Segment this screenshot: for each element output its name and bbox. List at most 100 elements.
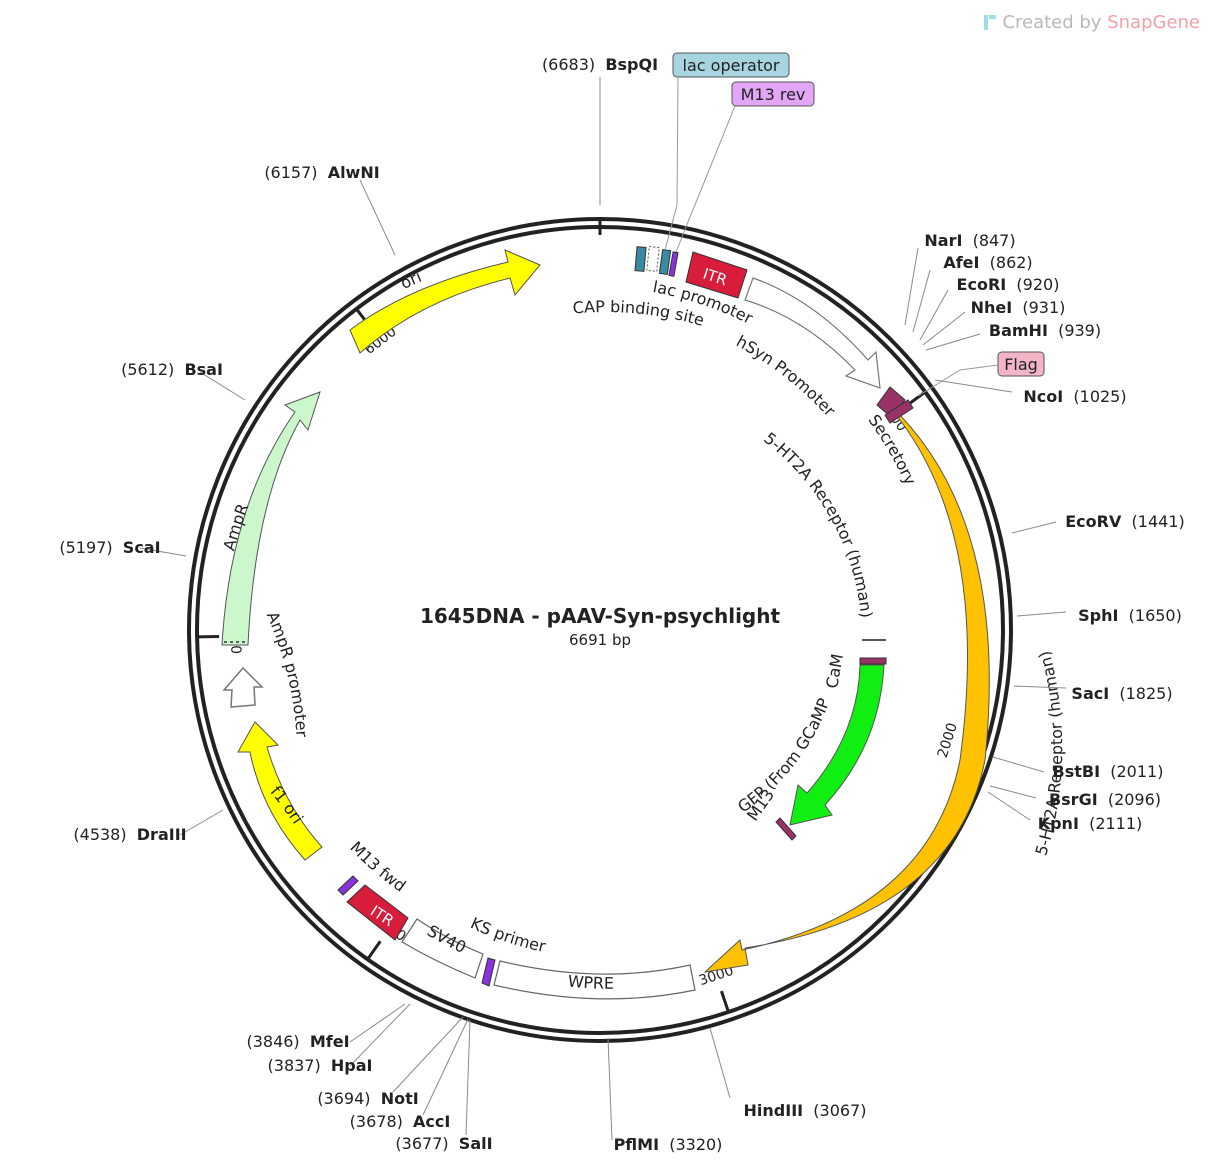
site-hindiii[interactable]: HindIII (3067): [709, 1027, 866, 1120]
site-bstbi[interactable]: BstBI (2011): [992, 756, 1163, 781]
site-ncoi[interactable]: NcoI (1025): [934, 379, 1127, 406]
site-ecorv[interactable]: EcoRV (1441): [1011, 512, 1185, 534]
site-leader-line: [422, 1018, 469, 1116]
ampr-arrow[interactable]: [221, 391, 321, 646]
secretory-feature-2[interactable]: [884, 399, 914, 424]
site-draiii[interactable]: (4538) DraIII: [73, 809, 224, 844]
site-label: NheI (931): [971, 298, 1066, 317]
backbone: [187, 217, 1013, 1043]
site-name: NotI: [381, 1089, 419, 1108]
m13-rev-primer[interactable]: [668, 251, 679, 277]
ori-arrow[interactable]: [349, 249, 541, 354]
site-leader-line: [934, 379, 1013, 393]
site-acci[interactable]: (3678) AccI: [350, 1018, 469, 1131]
ampr-promoter-arrow[interactable]: [222, 666, 264, 708]
site-label: (6157) AlwNI: [264, 163, 379, 182]
site-name: ScaI: [123, 538, 161, 557]
site-name: BamHI: [989, 321, 1048, 340]
lac-operator-callout[interactable]: lac operator: [672, 52, 790, 78]
site-label: (3837) HpaI: [268, 1056, 373, 1075]
site-mfei[interactable]: (3846) MfeI: [246, 1003, 406, 1051]
cpgfp-arrow[interactable]: [789, 664, 885, 826]
site-name: EcoRI: [957, 275, 1007, 294]
site-label: (5197) ScaI: [59, 538, 160, 557]
svg-text:cpGFP (From GCaMP6): cpGFP (From GCaMP6): [0, 0, 834, 816]
site-leader-line: [989, 785, 1037, 799]
m13-fwd-primer[interactable]: [337, 875, 359, 896]
ks-primer-label: KS primer: [468, 913, 548, 956]
site-name: AfeI: [943, 253, 979, 272]
site-bspqi[interactable]: (6683) BspQI: [542, 55, 658, 205]
cap-binding-block[interactable]: [634, 246, 647, 272]
site-position: (1825): [1119, 684, 1172, 703]
itr-right[interactable]: [685, 251, 748, 299]
site-bsrgi[interactable]: BsrGI (2096): [989, 785, 1161, 809]
tick-mark: [906, 390, 927, 407]
site-leader-line: [1016, 611, 1067, 617]
site-leader-line: [179, 809, 224, 836]
created-by-text: Created by: [1002, 12, 1102, 33]
wpre-feature[interactable]: [493, 960, 696, 1000]
site-nari[interactable]: NarI (847): [904, 231, 1016, 326]
lac-operator-block[interactable]: [658, 248, 672, 276]
site-sphi[interactable]: SphI (1650): [1016, 606, 1182, 625]
site-saci[interactable]: SacI (1825): [1013, 684, 1173, 703]
snapgene-text: SnapGene: [1107, 12, 1200, 33]
svg-text:WPRE: WPRE: [567, 971, 614, 992]
site-label: BsrGI (2096): [1049, 790, 1161, 809]
svg-text:AmpR promoter: AmpR promoter: [263, 609, 312, 739]
site-alwni[interactable]: (6157) AlwNI: [264, 163, 396, 256]
site-leader-line: [709, 1027, 731, 1099]
site-name: BstBI: [1053, 762, 1101, 781]
site-afei[interactable]: AfeI (862): [912, 253, 1033, 333]
site-label: (3678) AccI: [350, 1112, 451, 1131]
site-label: (3694) NotI: [317, 1089, 418, 1108]
itr-left[interactable]: [346, 884, 409, 941]
site-label: PflMI (3320): [614, 1135, 723, 1154]
site-position: (1441): [1132, 512, 1185, 531]
site-label: KpnI (2111): [1038, 814, 1143, 833]
site-pflmi[interactable]: PflMI (3320): [607, 1037, 723, 1154]
site-nhei[interactable]: NheI (931): [922, 298, 1066, 346]
site-name: BsaI: [184, 360, 222, 379]
site-leader-line: [607, 1037, 613, 1141]
site-bamhi[interactable]: BamHI (939): [925, 321, 1101, 351]
flag-label: Flag: [1004, 355, 1038, 374]
site-label: (5612) BsaI: [121, 360, 223, 379]
m13-rev-callout[interactable]: M13 rev: [731, 81, 815, 107]
ks-primer[interactable]: [481, 957, 496, 987]
site-position: (3677): [395, 1134, 448, 1153]
flag-callout[interactable]: Flag: [997, 351, 1045, 377]
lac-promoter-block[interactable]: [646, 245, 660, 273]
cam-feature[interactable]: [859, 657, 887, 665]
site-position: (6157): [264, 163, 317, 182]
site-name: NarI: [924, 231, 962, 250]
site-sali[interactable]: (3677) SalI: [395, 1019, 493, 1153]
site-scai[interactable]: (5197) ScaI: [59, 538, 187, 557]
site-leader-line: [922, 311, 966, 346]
sv40-feature[interactable]: [401, 918, 484, 979]
site-bsai[interactable]: (5612) BsaI: [121, 360, 246, 401]
site-position: (2096): [1108, 790, 1161, 809]
site-position: (6683): [542, 55, 595, 74]
site-label: (4538) DraIII: [73, 825, 186, 844]
site-leader-line: [904, 247, 919, 326]
site-name: BsrGI: [1049, 790, 1098, 809]
cpgfp-label: cpGFP (From GCaMP6): [0, 0, 834, 816]
site-kpni[interactable]: KpnI (2111): [987, 791, 1143, 833]
site-hpai[interactable]: (3837) HpaI: [268, 1003, 411, 1075]
site-noti[interactable]: (3694) NotI: [317, 1016, 464, 1108]
tick-label: 2000: [935, 721, 961, 760]
site-leader-line: [1013, 685, 1067, 689]
site-ecori[interactable]: EcoRI (920): [919, 275, 1059, 341]
f1-ori-arrow[interactable]: [237, 721, 323, 861]
site-label: EcoRV (1441): [1065, 512, 1184, 531]
site-leader-line: [349, 1003, 406, 1043]
m13-inner-primer[interactable]: [775, 817, 797, 841]
snapgene-logo-icon: [984, 15, 997, 30]
hsyn-promoter-arrow[interactable]: [744, 277, 881, 389]
receptor-arrow[interactable]: [703, 404, 990, 973]
site-position: (847): [973, 231, 1016, 250]
site-name: SphI: [1078, 606, 1118, 625]
svg-text:KS primer: KS primer: [468, 913, 548, 956]
